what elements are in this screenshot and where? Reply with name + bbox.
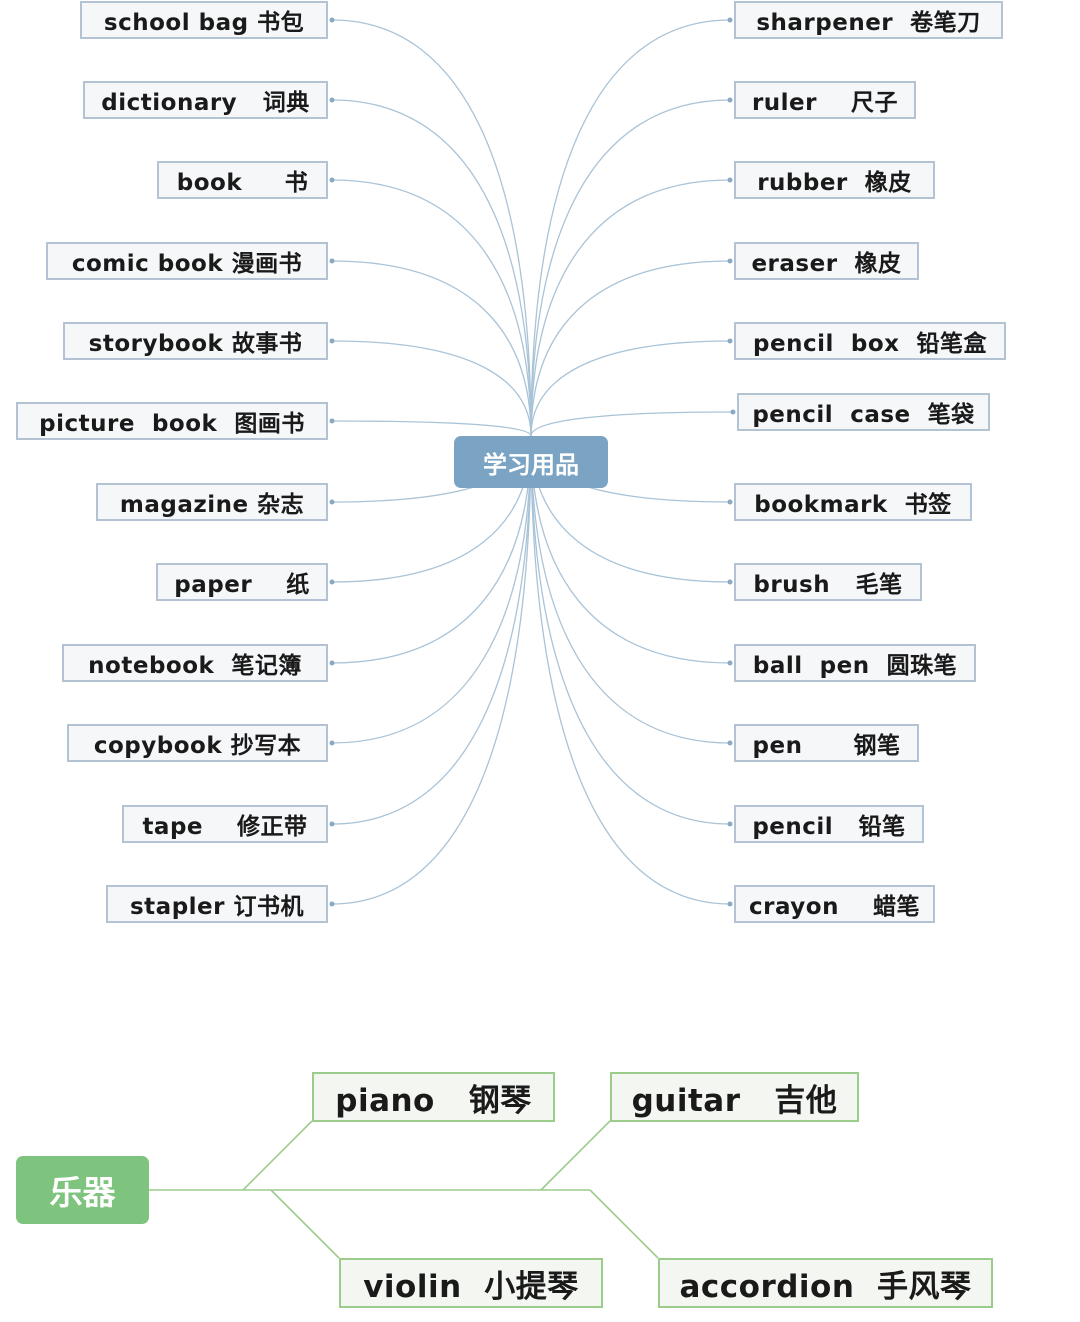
right-anchor-dot <box>727 901 733 907</box>
right-anchor-dot <box>727 338 733 344</box>
left-anchor-dot <box>329 418 335 424</box>
right-connector <box>530 435 731 905</box>
right-connector <box>530 19 731 437</box>
instrument-node[interactable]: violin 小提琴 <box>339 1258 603 1308</box>
right-anchor-dot <box>727 821 733 827</box>
left-connector <box>331 260 532 437</box>
right-branch-node[interactable]: pencil case 笔袋 <box>737 393 990 431</box>
left-connector <box>331 435 532 825</box>
left-branch-node[interactable]: paper 纸 <box>156 563 328 601</box>
left-branch-node[interactable]: school bag 书包 <box>80 1 328 39</box>
right-connector <box>530 179 731 437</box>
guitar-connector <box>540 1120 611 1191</box>
left-anchor-dot <box>329 821 335 827</box>
right-branch-node[interactable]: sharpener 卷笔刀 <box>734 1 1003 39</box>
instrument-node[interactable]: piano 钢琴 <box>312 1072 555 1122</box>
piano-connector <box>242 1120 313 1191</box>
right-branch-node[interactable]: pen 钢笔 <box>734 724 919 762</box>
right-connector <box>530 99 731 437</box>
right-anchor-dot <box>730 409 736 415</box>
right-branch-node[interactable]: ball pen 圆珠笔 <box>734 644 976 682</box>
right-anchor-dot <box>727 17 733 23</box>
right-anchor-dot <box>727 740 733 746</box>
right-connector <box>530 340 731 437</box>
accordion-connector <box>589 1189 659 1259</box>
right-anchor-dot <box>727 499 733 505</box>
left-anchor-dot <box>329 338 335 344</box>
instrument-node[interactable]: accordion 手风琴 <box>658 1258 993 1308</box>
right-branch-node[interactable]: pencil 铅笔 <box>734 805 924 843</box>
left-branch-node[interactable]: comic book 漫画书 <box>46 242 328 280</box>
right-branch-node[interactable]: rubber 橡皮 <box>734 161 935 199</box>
right-anchor-dot <box>727 660 733 666</box>
right-connector <box>530 260 731 437</box>
left-anchor-dot <box>329 499 335 505</box>
right-anchor-dot <box>727 579 733 585</box>
right-connector <box>530 411 734 437</box>
left-anchor-dot <box>329 901 335 907</box>
left-anchor-dot <box>329 579 335 585</box>
right-branch-node[interactable]: pencil box 铅笔盒 <box>734 322 1006 360</box>
left-branch-node[interactable]: dictionary 词典 <box>83 81 328 119</box>
left-connector <box>331 435 532 905</box>
left-connector <box>331 179 532 437</box>
right-anchor-dot <box>727 258 733 264</box>
right-anchor-dot <box>727 177 733 183</box>
left-anchor-dot <box>329 740 335 746</box>
left-branch-node[interactable]: picture book 图画书 <box>16 402 328 440</box>
root-node-instruments[interactable]: 乐器 <box>16 1156 149 1224</box>
left-anchor-dot <box>329 177 335 183</box>
left-anchor-dot <box>329 17 335 23</box>
root-node-school-supplies[interactable]: 学习用品 <box>454 436 608 488</box>
left-branch-node[interactable]: copybook 抄写本 <box>67 724 328 762</box>
left-branch-node[interactable]: magazine 杂志 <box>96 483 328 521</box>
right-branch-node[interactable]: eraser 橡皮 <box>734 242 919 280</box>
left-branch-node[interactable]: notebook 笔记簿 <box>62 644 328 682</box>
right-branch-node[interactable]: brush 毛笔 <box>734 563 922 601</box>
left-branch-node[interactable]: stapler 订书机 <box>106 885 328 923</box>
left-connector <box>331 99 532 437</box>
right-anchor-dot <box>727 97 733 103</box>
left-connector <box>331 340 532 437</box>
left-anchor-dot <box>329 97 335 103</box>
left-branch-node[interactable]: book 书 <box>157 161 328 199</box>
right-branch-node[interactable]: ruler 尺子 <box>734 81 916 119</box>
right-branch-node[interactable]: bookmark 书签 <box>734 483 972 521</box>
left-connector <box>331 19 532 437</box>
violin-connector <box>270 1189 340 1259</box>
left-branch-node[interactable]: tape 修正带 <box>122 805 328 843</box>
instrument-node[interactable]: guitar 吉他 <box>610 1072 859 1122</box>
left-connector <box>331 420 532 437</box>
right-connector <box>530 435 731 825</box>
left-anchor-dot <box>329 660 335 666</box>
left-anchor-dot <box>329 258 335 264</box>
left-connector <box>331 435 532 744</box>
right-connector <box>530 435 731 744</box>
right-branch-node[interactable]: crayon 蜡笔 <box>734 885 935 923</box>
left-branch-node[interactable]: storybook 故事书 <box>63 322 328 360</box>
